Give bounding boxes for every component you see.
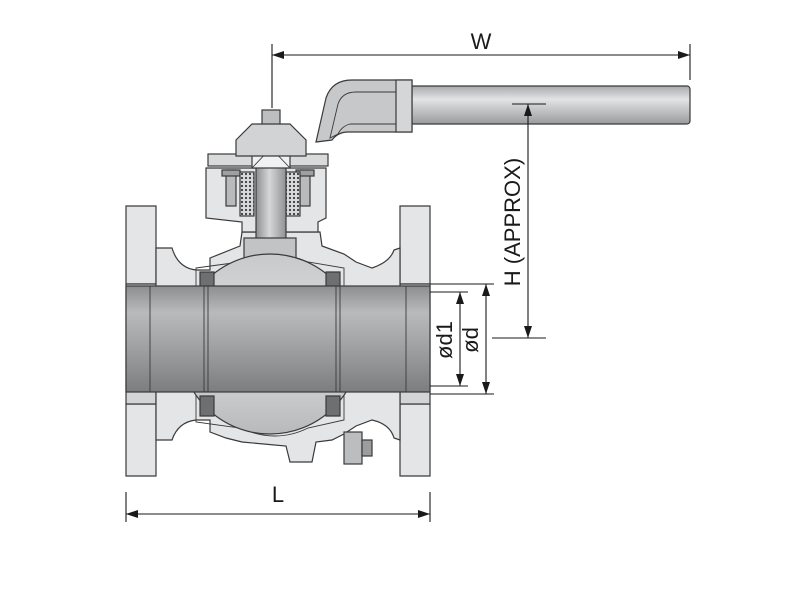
dimension-w-label: W xyxy=(471,29,492,54)
dimension-bore: ød1 ød xyxy=(430,283,494,395)
dimension-l: L xyxy=(125,482,431,522)
dimension-d-label: ød xyxy=(458,327,483,353)
drain-plug xyxy=(343,431,373,465)
flow-bore xyxy=(125,285,431,393)
dimension-w: W xyxy=(271,29,691,108)
stem-packing-right xyxy=(285,171,301,217)
dimension-h-label: H (APPROX) xyxy=(500,158,525,286)
dimension-h: H (APPROX) xyxy=(492,103,546,339)
dimension-d1-label: ød1 xyxy=(432,321,457,359)
stem-packing-left xyxy=(239,171,255,217)
dimension-l-label: L xyxy=(272,482,284,507)
handle-lever xyxy=(315,79,691,143)
